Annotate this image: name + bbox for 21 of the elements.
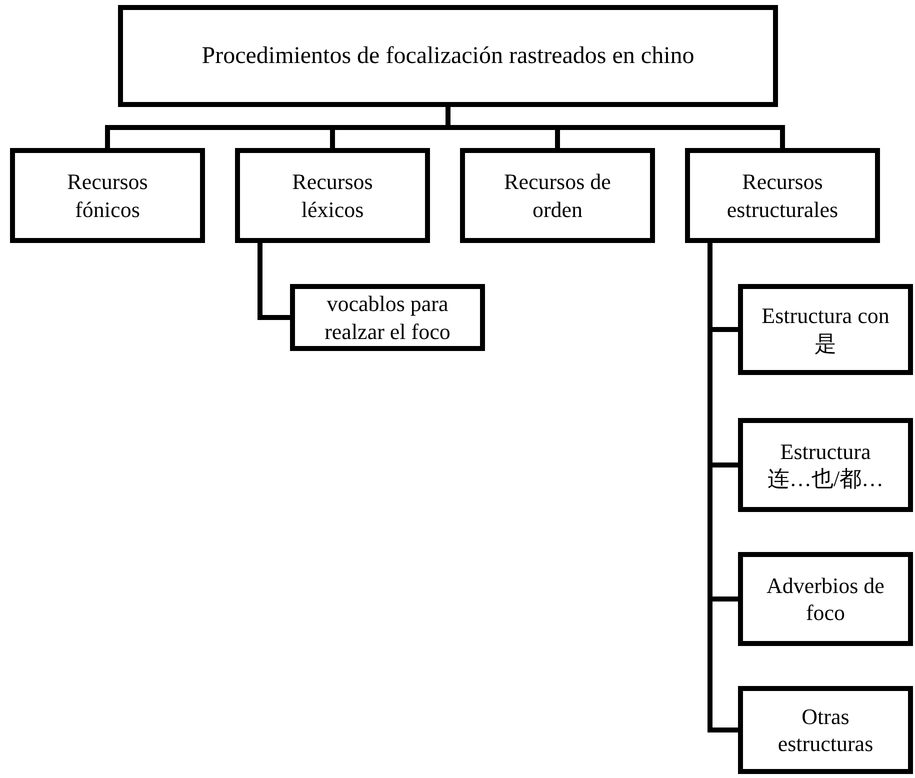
category-box [738,284,913,375]
category-box [235,148,430,243]
connector-line [258,243,290,320]
box-label: Procedimientos de focalización rastreados en chino [200,42,696,71]
box-label: Adverbios de foco [766,572,886,626]
category-box [290,284,485,351]
category-box [685,148,880,243]
category-box [10,148,205,243]
category-box [460,148,655,243]
box-label: Recursos estructurales [726,168,840,223]
category-box [738,418,913,512]
box-label: Estructura 连…也/都… [766,438,885,492]
category-box [738,686,913,774]
box-label: Recursos fónicos [66,168,149,223]
box-label: vocablos para realzar el foco [324,290,452,345]
category-box [118,5,778,107]
box-label: Estructura con 是 [760,302,890,357]
box-label: Recursos de orden [503,168,612,223]
box-label: Otras estructuras [776,702,874,758]
category-box [738,552,913,646]
box-label: Recursos léxicos [291,168,374,223]
